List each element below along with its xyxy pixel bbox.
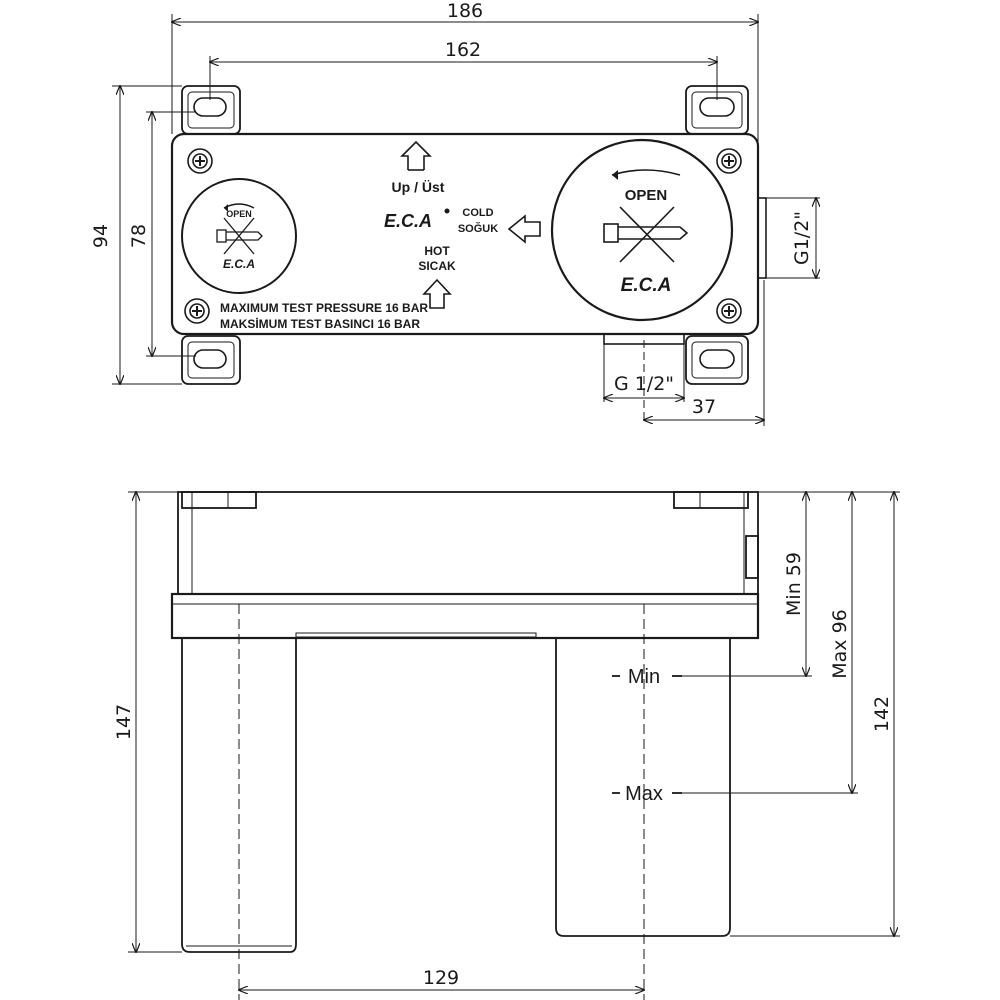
- dimension-overall-width: [172, 14, 758, 198]
- small-cap: OPEN E.C.A: [181, 178, 297, 294]
- top-view: OPEN E.C.A OPEN E.C.A: [90, 0, 820, 426]
- dimension-min: [682, 492, 900, 676]
- cold-arrow-icon: [507, 214, 541, 244]
- pressure-label-tr: MAKSİMUM TEST BASINCI 16 BAR: [220, 316, 420, 331]
- hot-label-tr: SICAK: [418, 259, 456, 273]
- up-label: Up / Üst: [392, 179, 445, 195]
- pressure-label-en: MAXIMUM TEST PRESSURE 16 BAR: [220, 301, 428, 315]
- dim-min: Min 59: [783, 552, 805, 616]
- dimension-height: [112, 86, 182, 384]
- side-port: [757, 197, 820, 279]
- max-label: Max: [625, 783, 663, 805]
- level-markers: [612, 675, 682, 794]
- large-cap: OPEN E.C.A: [550, 138, 734, 322]
- dimension-total-height: [128, 492, 182, 952]
- side-view: Min Max 147 Min 59 Max 96 142: [113, 492, 900, 1000]
- dim-78: 78: [128, 224, 150, 248]
- dim-94: 94: [90, 224, 112, 248]
- screws: [184, 148, 742, 324]
- dim-142: 142: [871, 696, 893, 732]
- dim-162: 162: [445, 39, 481, 61]
- mounting-ears: [181, 85, 749, 385]
- min-label: Min: [628, 666, 660, 688]
- center-markings: Up / Üst E.C.A COLD SOĞUK HOT SICAK MAXI…: [220, 140, 541, 331]
- brand-logo-large: E.C.A: [621, 275, 672, 296]
- open-label-large: OPEN: [625, 187, 668, 204]
- brand-logo-small: E.C.A: [223, 257, 255, 271]
- hot-label: HOT: [424, 244, 450, 258]
- dim-g12-side: G1/2": [791, 211, 813, 265]
- housing: [170, 491, 760, 953]
- dimension-inner-height: [146, 112, 196, 356]
- hot-arrow-icon: [422, 278, 452, 309]
- cold-label-tr: SOĞUK: [458, 222, 498, 235]
- centerlines: [238, 604, 645, 1000]
- dim-147: 147: [113, 704, 135, 740]
- dim-max: Max 96: [829, 609, 851, 679]
- dimension-max-depth: [730, 492, 900, 936]
- dim-37: 37: [692, 396, 716, 418]
- bottom-port: [603, 333, 685, 424]
- dimension-hole-spacing: [210, 56, 717, 100]
- open-label-small: OPEN: [226, 209, 252, 219]
- dimension-max: [682, 492, 858, 793]
- cold-label: COLD: [462, 207, 493, 219]
- brand-logo-center: E.C.A: [384, 211, 432, 231]
- dim-129: 129: [423, 967, 459, 989]
- dim-186: 186: [447, 0, 483, 22]
- dim-g12-bottom: G 1/2": [614, 373, 674, 395]
- dimension-offset: [644, 280, 764, 426]
